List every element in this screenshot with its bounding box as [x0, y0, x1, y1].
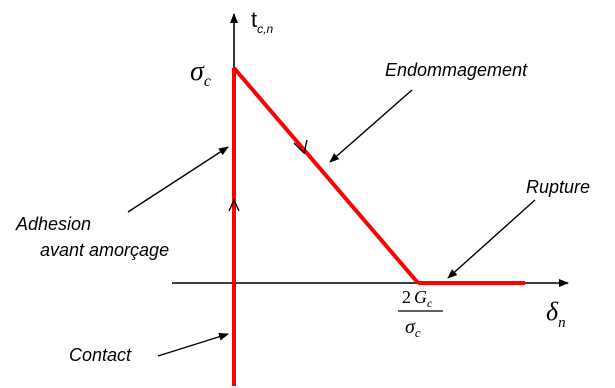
contact-arrow [157, 332, 229, 357]
y-axis-label: tc,n [251, 7, 273, 36]
upward-direction-mark [228, 198, 240, 212]
rupture-label: Rupture [526, 177, 590, 197]
adhesion-label-line2: avant amorçage [40, 240, 169, 260]
endommagement-arrow [329, 89, 413, 163]
rupture-arrow [447, 199, 536, 279]
softening-branch [232, 66, 420, 285]
fraction-denominator: σc [405, 316, 421, 340]
downward-direction-mark [293, 139, 308, 155]
contact-label: Contact [69, 345, 132, 365]
x-axis-label: δn [546, 297, 566, 331]
peak-stress-label: σc [190, 56, 211, 90]
endommagement-label: Endommagement [385, 60, 528, 80]
adhesion-arrow [127, 146, 229, 213]
adhesion-label-line1: Adhesion [15, 214, 91, 234]
